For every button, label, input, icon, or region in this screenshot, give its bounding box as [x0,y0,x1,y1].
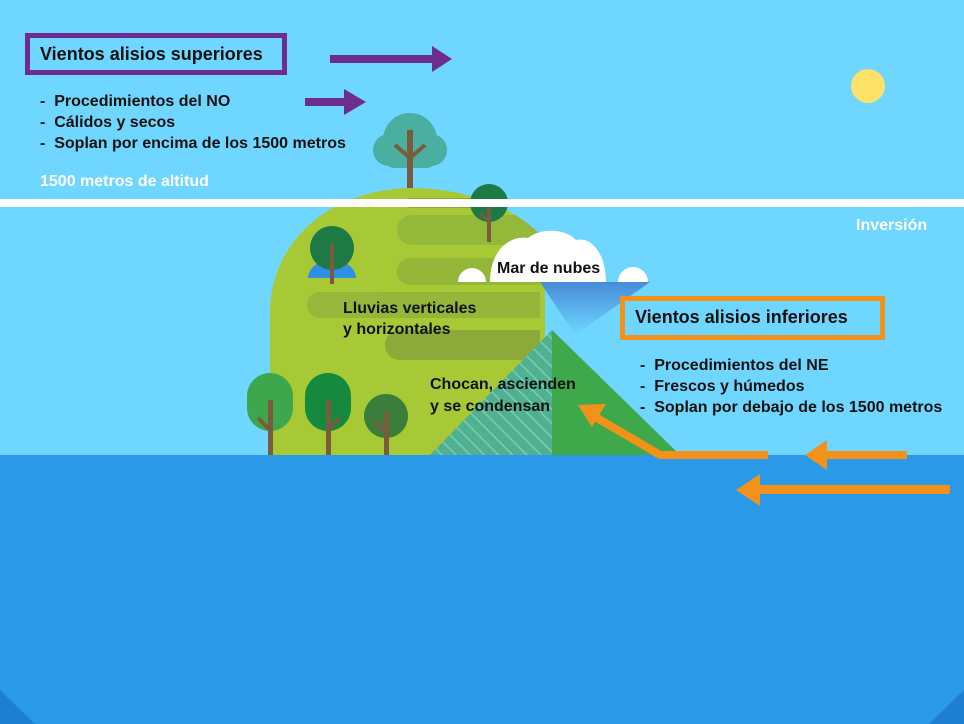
lower-wind-arrow [805,440,907,470]
sea-corner-left [0,690,35,724]
upper-winds-title-box: Vientos alisios superiores [25,33,287,75]
lower-winds-list: Procedimientos del NE Frescos y húmedos … [640,355,942,418]
cloud-sea-label: Mar de nubes [497,260,601,277]
tree-icon [308,226,356,284]
tree-icon [305,373,351,455]
tree-icon [373,113,447,188]
inversion-line [0,199,964,207]
cloud-sea-icon [458,230,648,282]
list-item: Procedimientos del NO [40,91,346,112]
cloud-shadow [540,282,650,335]
altitude-label: 1500 metros de altitud [40,173,209,190]
lower-wind-arrow [736,474,950,506]
lower-wind-arrow-ascending [578,404,768,459]
sea [0,455,964,724]
condense-label-line1: Chocan, ascienden [430,376,576,393]
list-item: Soplan por encima de los 1500 metros [40,133,346,154]
list-item: Soplan por debajo de los 1500 metros [640,397,942,418]
list-item: Cálidos y secos [40,112,346,133]
upper-wind-arrow [330,46,452,72]
rain-label-line2: y horizontales [343,321,451,338]
lower-winds-title-box: Vientos alisios inferiores [620,296,885,340]
rain-label-line1: Lluvias verticales [343,300,477,317]
tree-icon [247,373,293,455]
inversion-label: Inversión [856,217,928,234]
sea-corner-right [929,690,964,724]
upper-winds-title: Vientos alisios superiores [40,44,263,64]
upper-winds-list: Procedimientos del NO Cálidos y secos So… [40,91,346,154]
tree-icon [364,394,408,455]
condense-label-line2: y se condensan [430,398,551,415]
list-item: Procedimientos del NE [640,355,942,376]
sun-icon [851,69,885,103]
list-item: Frescos y húmedos [640,376,942,397]
lower-winds-title: Vientos alisios inferiores [635,307,848,327]
